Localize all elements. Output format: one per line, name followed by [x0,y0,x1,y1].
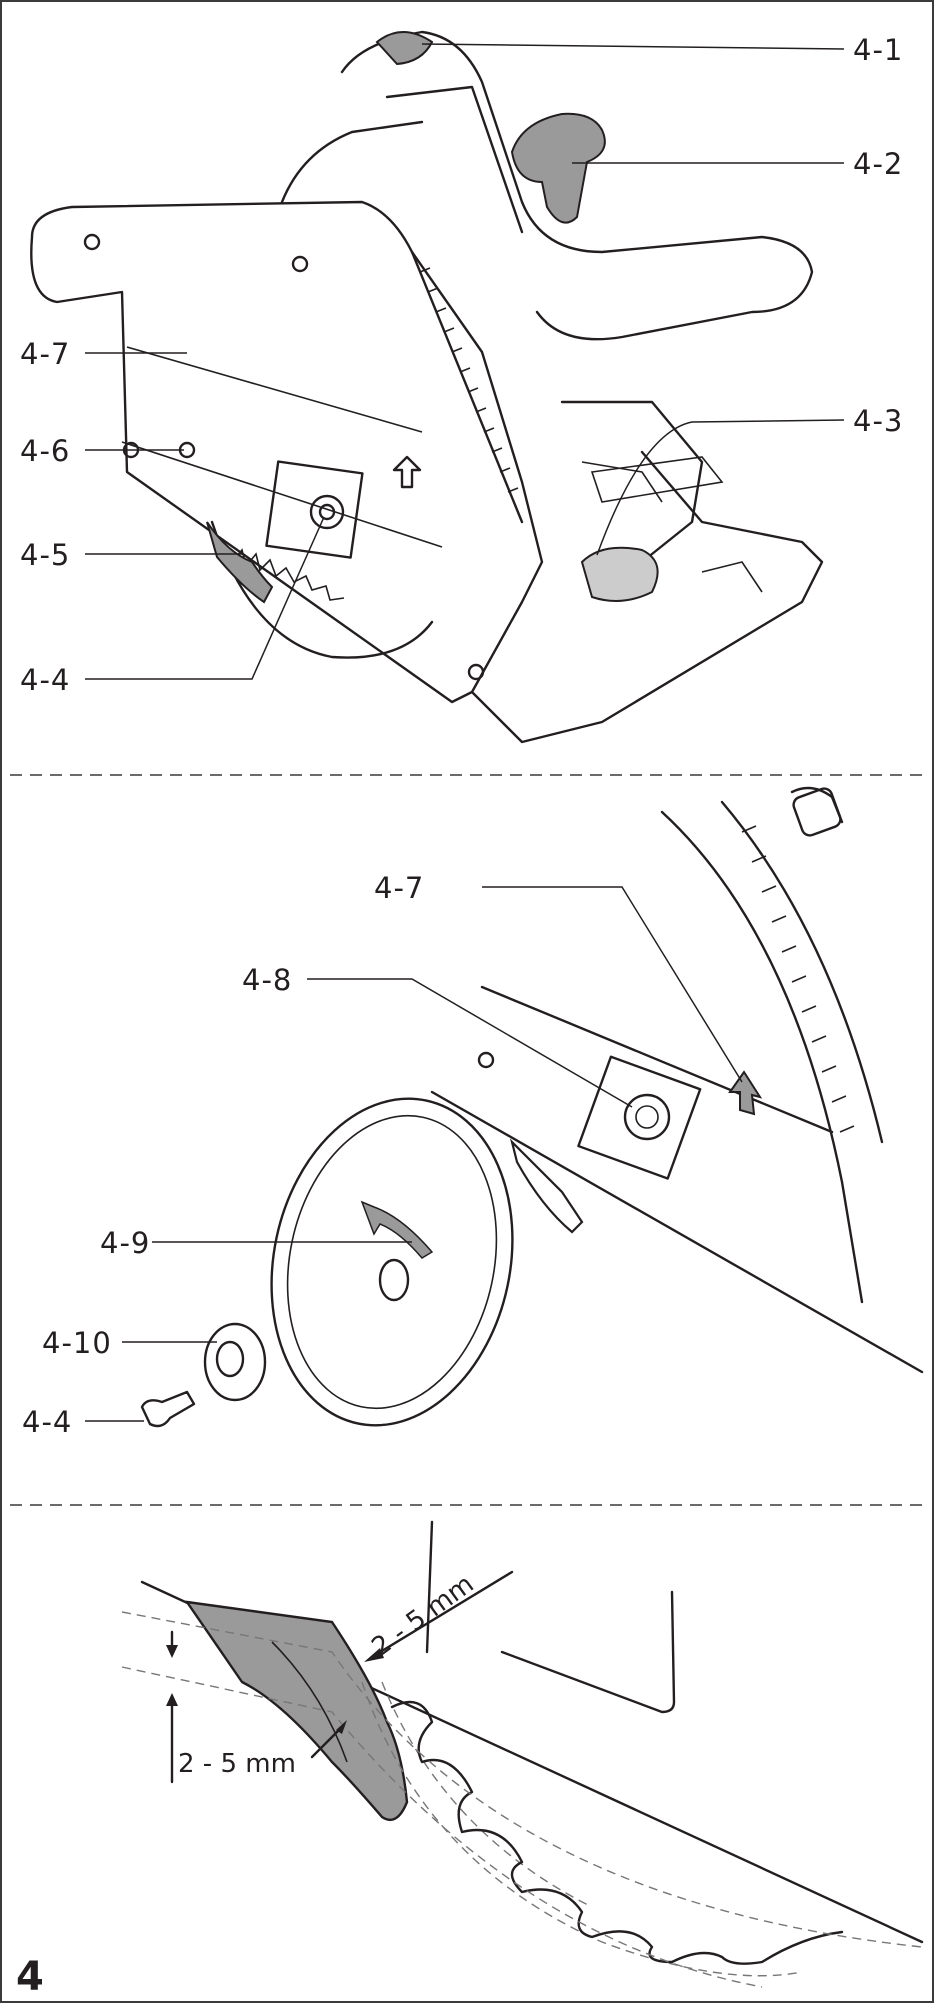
guard-line-lower [430,1090,924,1374]
rotation-arrow [360,1200,434,1259]
dim-arrow-diagonal [364,1648,384,1662]
blade-guard [30,200,544,704]
panel-top-labels: 4-1 4-2 4-3 4-4 4-5 4-6 4-7 [20,33,903,697]
leader-4-1 [421,43,845,50]
base-plate [470,450,824,744]
riving-knife [206,521,274,604]
arbor-bolt-middle [140,1390,196,1428]
arbor-flange-inner [635,1105,659,1129]
arbor-window-middle [577,1055,702,1180]
dim-line-small [310,1725,344,1759]
cut-indicator [580,546,659,602]
figure-number: 4 [16,1954,44,2000]
guard-line-upper [480,985,834,1134]
housing-arc-outer [660,810,864,1304]
blade-bore [378,1258,410,1302]
label-4-7-middle: 4-7 [374,871,424,905]
depth-scale-ticks [419,267,519,493]
direction-arrow-middle [728,1070,763,1116]
guard-rivet-4 [467,663,485,681]
label-4-10: 4-10 [42,1326,112,1360]
guard-vertical-2 [500,1590,676,1714]
offset-line-2 [121,1666,763,1988]
panel-middle-labels: 4-7 4-8 4-9 4-10 4-4 [22,871,424,1439]
motor-housing-back [280,120,424,204]
leader-4-3 [596,419,845,556]
guard-hole [477,1051,495,1069]
panel-top-saw-overview [30,30,824,744]
label-4-9: 4-9 [100,1226,150,1260]
arbor-window [265,460,364,559]
knife-highlight [271,1641,348,1763]
blade-arc-inner [381,1681,593,1908]
panel-middle-blade-change [140,786,924,1428]
direction-arrow [392,455,422,489]
depth-scale [410,250,524,524]
dim-arrow-down [166,1645,178,1658]
saw-blade [270,1097,514,1427]
arbor-flange [623,1093,671,1141]
depth-scale-middle [741,825,855,1133]
depth-lever [510,112,606,224]
label-4-8: 4-8 [242,963,292,997]
arbor-bolt-center [318,503,336,521]
guard-edge-line [126,346,423,433]
knob-top [375,31,434,66]
handle-inner [385,85,524,234]
dim-arrow-small [336,1720,347,1734]
panel-middle-leaders [85,886,743,1422]
label-4-7: 4-7 [20,337,70,371]
indicator-window [590,456,724,503]
dimension-diagonal-text: 2 - 5 mm [366,1569,479,1663]
panel-bottom-riving-knife-gap [121,1520,924,1988]
guard-rivet-2 [291,255,309,273]
lever-block [792,787,842,837]
guard-vertical [425,1520,434,1654]
leader-4-4 [85,516,325,680]
arbor-bolt [309,494,345,530]
label-4-3: 4-3 [853,404,903,438]
label-4-5: 4-5 [20,538,70,572]
panel-top-leaders [85,43,845,680]
leader-4-7-middle [482,886,743,1083]
blade-teeth-detail [390,1700,844,1965]
dim-line-diagonal [370,1570,514,1659]
dimension-vertical-text: 2 - 5 mm [178,1749,296,1779]
riving-knife-middle [509,1138,584,1234]
saw-blade-lower [210,520,434,659]
label-4-4: 4-4 [20,663,70,697]
label-4-2: 4-2 [853,147,903,181]
offset-line-1 [121,1611,923,1948]
leader-4-8 [307,978,633,1108]
clamping-flange-inner [215,1340,245,1378]
clamping-flange [203,1322,267,1402]
label-4-4-middle: 4-4 [22,1405,72,1439]
label-4-6: 4-6 [20,434,70,468]
riving-knife-detail [184,1600,409,1822]
dim-arrow-up [166,1693,178,1706]
base-front [560,400,704,564]
blade-arc [361,1681,803,1977]
label-4-1: 4-1 [853,33,903,67]
rear-handle [340,30,814,341]
base-detail [581,461,763,593]
saw-blade-teeth-ring [286,1114,498,1410]
guard-edge-line-2 [121,441,443,548]
housing-arc-inner [720,800,884,1144]
guard-rivet [83,233,101,251]
